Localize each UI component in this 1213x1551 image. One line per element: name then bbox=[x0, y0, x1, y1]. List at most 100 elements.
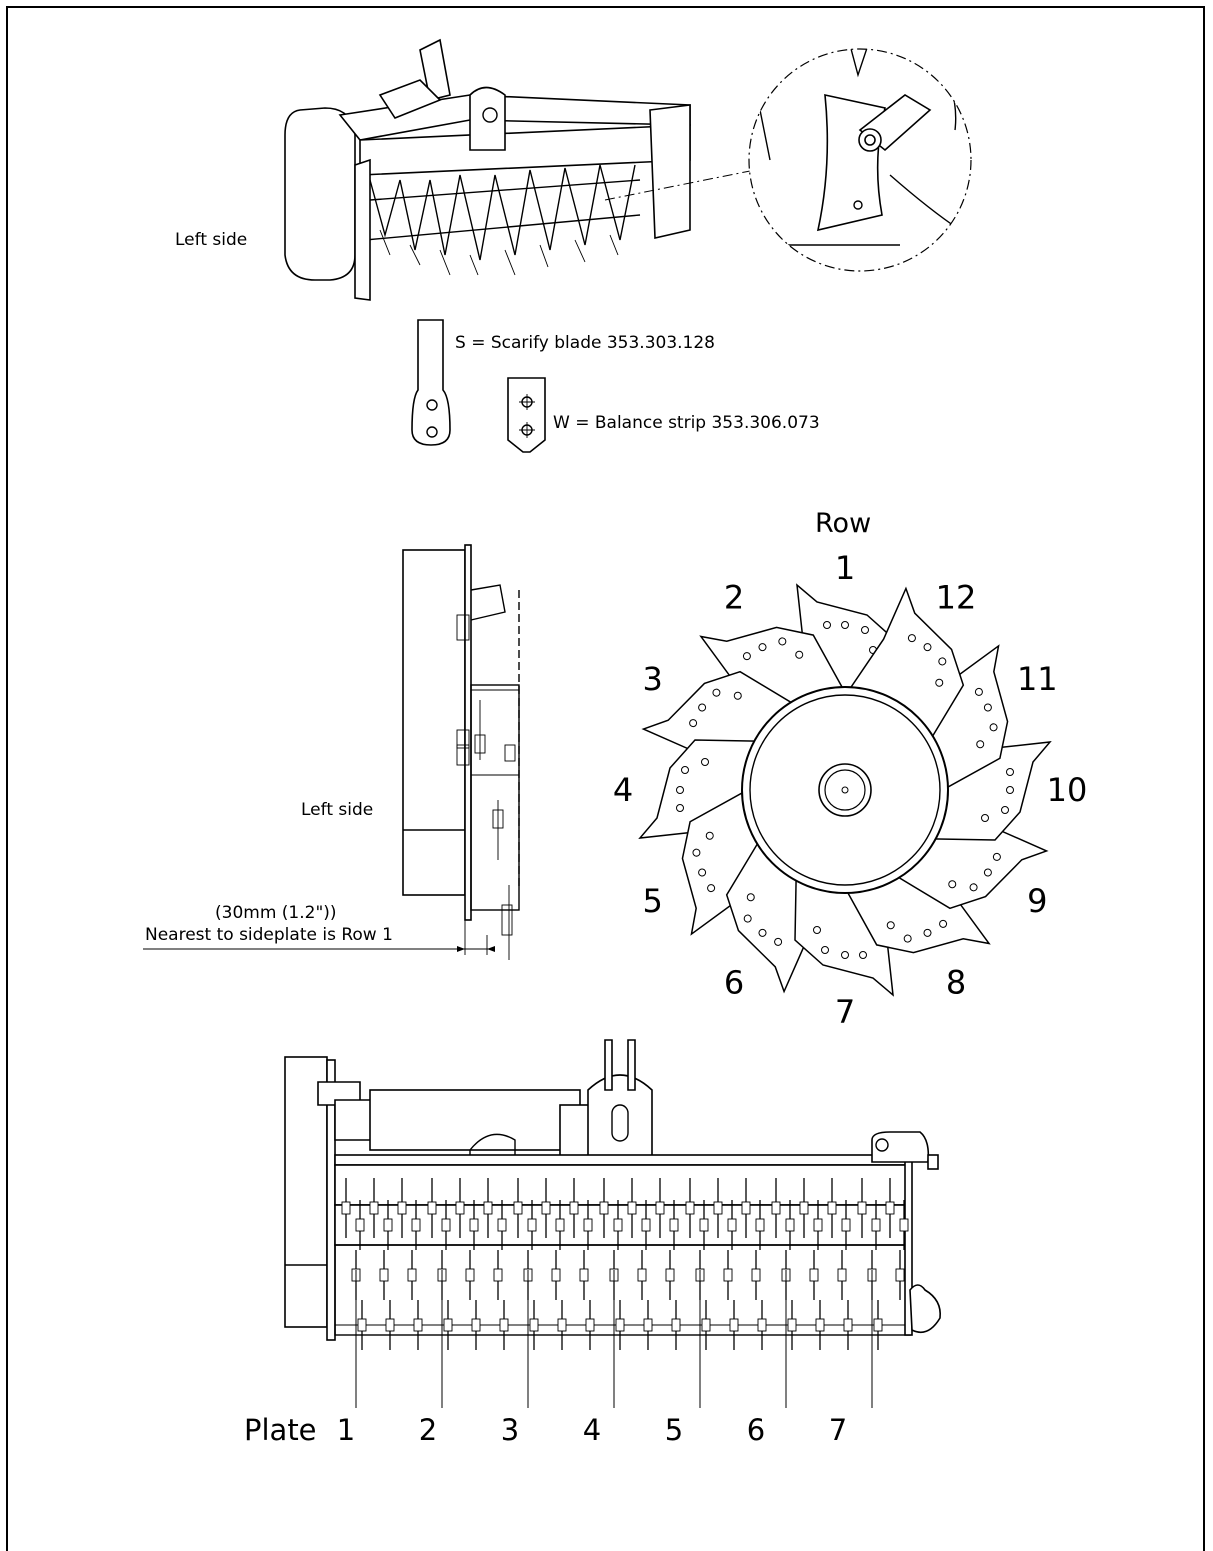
blade-bolt bbox=[755, 1218, 765, 1232]
blade-bolt bbox=[813, 1218, 823, 1232]
blade-bolt bbox=[701, 1318, 711, 1332]
row-note: Nearest to sideplate is Row 1 bbox=[145, 925, 393, 945]
blade-bolt bbox=[615, 1318, 625, 1332]
rotor-row-number: 6 bbox=[724, 963, 744, 1001]
plate-leader-lines bbox=[355, 1270, 873, 1408]
blade-bolt bbox=[699, 1218, 709, 1232]
blade-bolt bbox=[613, 1218, 623, 1232]
balance-strip-label: W = Balance strip 353.306.073 bbox=[553, 413, 820, 433]
blade-bolt bbox=[729, 1318, 739, 1332]
front-view-blades bbox=[341, 1178, 909, 1350]
blade-bolt bbox=[465, 1268, 475, 1282]
blade-bolt bbox=[827, 1201, 837, 1215]
blade-bolt bbox=[599, 1201, 609, 1215]
blade-bolt bbox=[513, 1201, 523, 1215]
blade-bolt bbox=[641, 1218, 651, 1232]
blade-bolt bbox=[741, 1201, 751, 1215]
rotor-row-number: 11 bbox=[1017, 660, 1058, 698]
blade-bolt bbox=[751, 1268, 761, 1282]
blade-bolt bbox=[787, 1318, 797, 1332]
blade-bolt bbox=[873, 1318, 883, 1332]
rotor-row-number: 4 bbox=[613, 771, 633, 809]
blade-bolt bbox=[355, 1218, 365, 1232]
plate-numbers: 1 2 3 4 5 6 7 bbox=[337, 1413, 847, 1447]
plate-number: 2 bbox=[419, 1413, 437, 1447]
plate-number: 5 bbox=[665, 1413, 683, 1447]
rotor-row-number: 8 bbox=[946, 963, 966, 1001]
plate-label: Plate bbox=[244, 1413, 317, 1447]
front-view bbox=[284, 1039, 942, 1341]
blade-bolt bbox=[455, 1201, 465, 1215]
blade-bolt bbox=[341, 1201, 351, 1215]
rotor-hub bbox=[741, 686, 949, 894]
blade-bolt bbox=[841, 1218, 851, 1232]
rotor-row-number: 3 bbox=[643, 660, 663, 698]
blade-bolt bbox=[583, 1218, 593, 1232]
rotor-row-number: 10 bbox=[1047, 771, 1088, 809]
blade-bolt bbox=[799, 1201, 809, 1215]
blade-bolt bbox=[857, 1201, 867, 1215]
blade-bolt bbox=[383, 1218, 393, 1232]
blade-bolt bbox=[397, 1201, 407, 1215]
blade-bolt bbox=[655, 1201, 665, 1215]
blade-bolt bbox=[685, 1201, 695, 1215]
blade-bolt bbox=[443, 1318, 453, 1332]
blade-detail-callout bbox=[748, 48, 972, 272]
balance-strip-symbol bbox=[507, 377, 546, 453]
scarify-blade-label: S = Scarify blade 353.303.128 bbox=[455, 333, 715, 353]
blade-bolt bbox=[771, 1201, 781, 1215]
blade-bolt bbox=[713, 1201, 723, 1215]
plate-number: 6 bbox=[747, 1413, 765, 1447]
blade-bolt bbox=[723, 1268, 733, 1282]
blade-bolt bbox=[585, 1318, 595, 1332]
blade-bolt bbox=[413, 1318, 423, 1332]
rotor-row-number: 12 bbox=[936, 579, 977, 617]
top-view-side-label: Left side bbox=[175, 230, 247, 250]
blade-bolt bbox=[895, 1268, 905, 1282]
blade-bolt bbox=[497, 1218, 507, 1232]
rotor-row-number: 1 bbox=[835, 549, 855, 587]
blade-bolt bbox=[493, 1268, 503, 1282]
blade-bolt bbox=[671, 1318, 681, 1332]
side-view bbox=[143, 544, 520, 960]
blade-bolt bbox=[815, 1318, 825, 1332]
blade-bolt bbox=[407, 1268, 417, 1282]
blade-bolt bbox=[785, 1218, 795, 1232]
blade-bolt bbox=[483, 1201, 493, 1215]
blade-bolt bbox=[469, 1218, 479, 1232]
scarify-blade-symbol bbox=[411, 319, 451, 446]
plate-number: 1 bbox=[337, 1413, 355, 1447]
blade-bolt bbox=[627, 1201, 637, 1215]
blade-bolt bbox=[837, 1268, 847, 1282]
drawing-frame bbox=[6, 6, 1205, 1551]
blade-bolt bbox=[529, 1318, 539, 1332]
blade-bolt bbox=[555, 1218, 565, 1232]
plate-number: 3 bbox=[501, 1413, 519, 1447]
blade-bolt bbox=[357, 1318, 367, 1332]
blade-bolt bbox=[665, 1268, 675, 1282]
blade-bolt bbox=[637, 1268, 647, 1282]
blade-bolt bbox=[871, 1218, 881, 1232]
blade-bolt bbox=[541, 1201, 551, 1215]
side-view-side-label: Left side bbox=[301, 800, 373, 820]
blade-bolt bbox=[843, 1318, 853, 1332]
rotor-row-number: 2 bbox=[724, 579, 744, 617]
blade-bolt bbox=[669, 1218, 679, 1232]
blade-bolt bbox=[551, 1268, 561, 1282]
rotor-row-number: 5 bbox=[643, 882, 663, 920]
blade-bolt bbox=[411, 1218, 421, 1232]
blade-bolt bbox=[385, 1318, 395, 1332]
blade-bolt bbox=[727, 1218, 737, 1232]
rotor-row-number: 9 bbox=[1027, 882, 1047, 920]
blade-bolt bbox=[569, 1201, 579, 1215]
plate-number: 7 bbox=[829, 1413, 847, 1447]
blade-bolt bbox=[499, 1318, 509, 1332]
blade-bolt bbox=[899, 1218, 909, 1232]
plate-number: 4 bbox=[583, 1413, 601, 1447]
blade-bolt bbox=[369, 1201, 379, 1215]
rotor-row-number: 7 bbox=[835, 993, 855, 1031]
blade-bolt bbox=[809, 1268, 819, 1282]
rotor-title: Row bbox=[815, 508, 871, 539]
